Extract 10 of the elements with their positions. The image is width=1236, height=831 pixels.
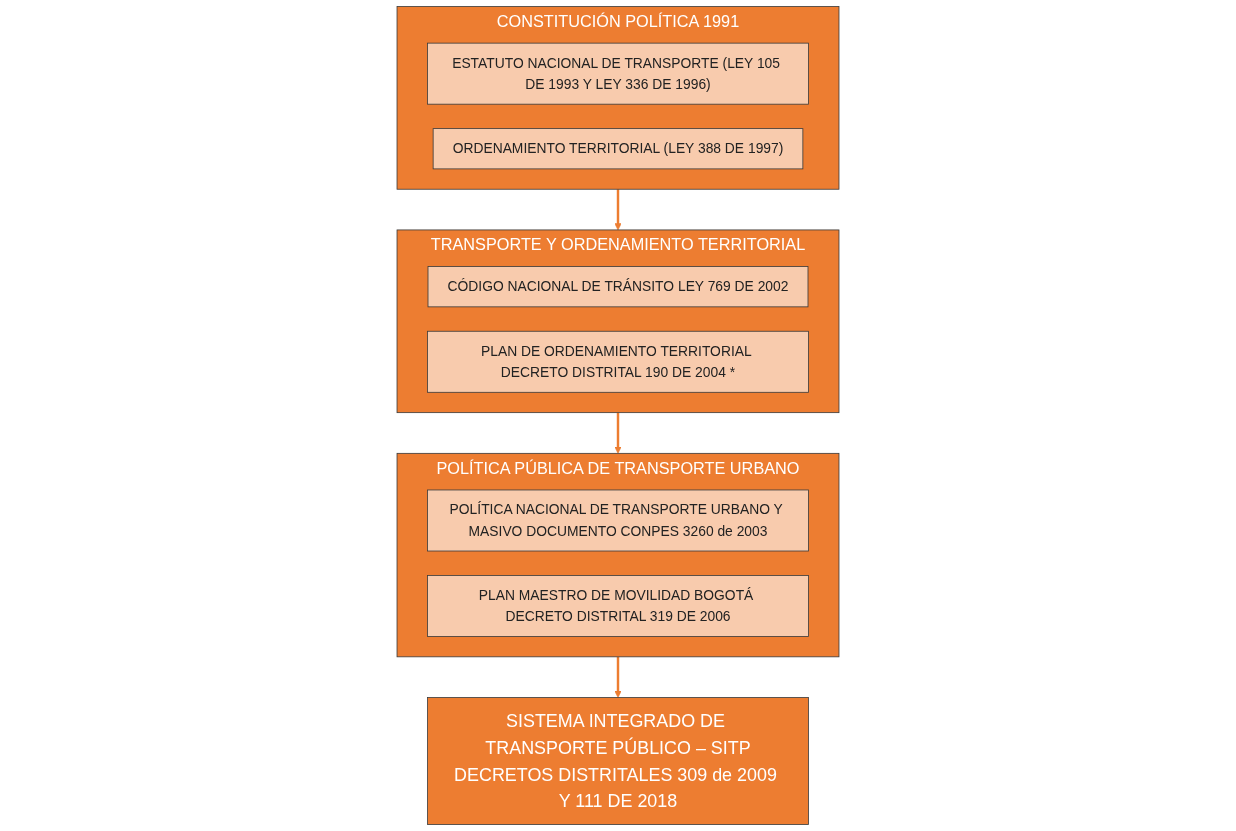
node-box: PLAN DE ORDENAMIENTO TERRITORIAL DECRETO DISTRITAL 190 DE 2004 * [427,330,809,393]
node-box: SISTEMA INTEGRADO DE TRANSPORTE PÚBLICO – SITP DECRETOS DISTRITALES 309 de 2009 Y 111 DE 2018 [427,697,809,825]
node-box: CÓDIGO NACIONAL DE TRÁNSITO LEY 769 DE 2002 [427,266,809,308]
arrow [614,412,622,454]
arrow [614,656,622,698]
node-box: POLÍTICA NACIONAL DE TRANSPORTE URBANO Y MASIVO DOCUMENTO CONPES 3260 de 2003 [427,489,809,552]
arrow [614,189,622,231]
node-box: ESTATUTO NACIONAL DE TRANSPORTE (LEY 105 DE 1993 Y LEY 336 DE 1996) [427,42,809,105]
node-box: PLAN MAESTRO DE MOVILIDAD BOGOTÁ DECRETO DISTRITAL 319 DE 2006 [427,575,809,637]
node-box: ORDENAMIENTO TERRITORIAL (LEY 388 DE 1997) [432,128,804,170]
